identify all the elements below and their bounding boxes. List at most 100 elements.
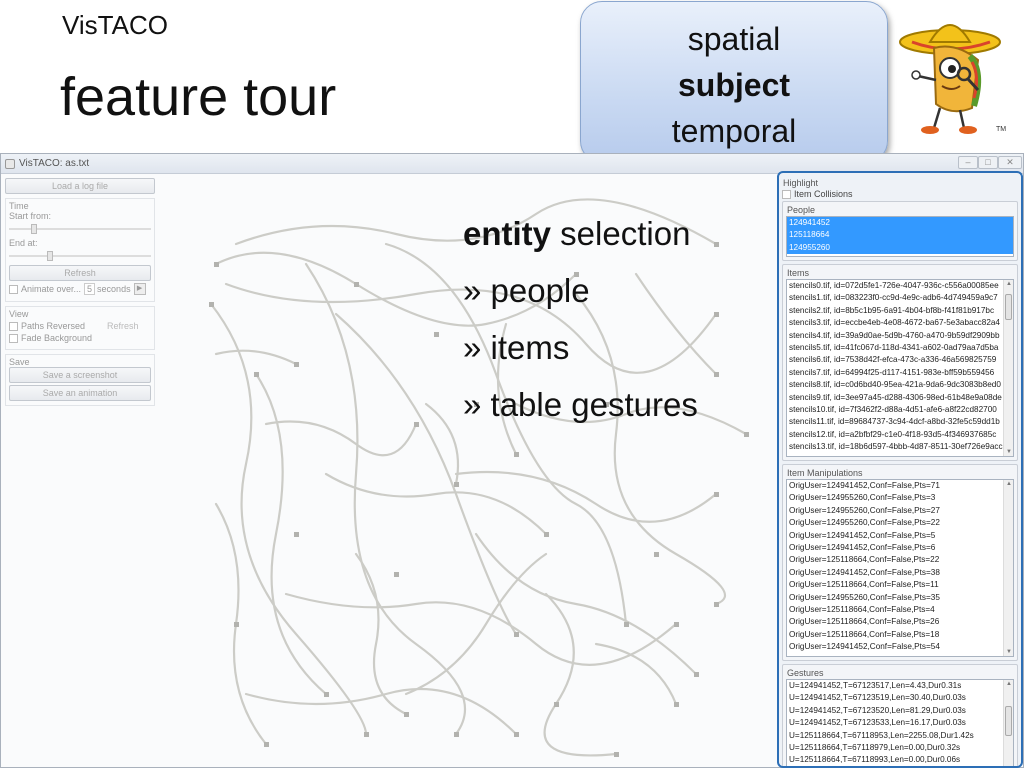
item-collisions-label: Item Collisions: [794, 189, 853, 199]
fade-background-checkbox[interactable]: [9, 333, 18, 343]
list-item[interactable]: stencils2.tif, id=8b5c1b95-6a91-4b04-bf8…: [789, 305, 995, 315]
list-item[interactable]: OrigUser=124941452,Conf=False,Pts=71: [789, 481, 940, 490]
items-group: Items stencils0.tif, id=072d5fe1-726e-40…: [782, 264, 1018, 461]
list-item[interactable]: U=125118664,T=67118979,Len=0.00,Dur0.32s: [789, 742, 961, 752]
manipulations-scrollbar[interactable]: ▲ ▼: [1003, 480, 1013, 656]
list-item[interactable]: stencils6.tif, id=7538d42f-efca-473c-a33…: [789, 355, 997, 365]
save-animation-button[interactable]: Save an animation: [9, 385, 151, 401]
gestures-list[interactable]: U=124941452,T=67123517,Len=4.43,Dur0.31s…: [786, 679, 1014, 766]
fade-background-label: Fade Background: [21, 333, 93, 343]
scroll-up-icon[interactable]: ▲: [1006, 681, 1012, 687]
list-item[interactable]: OrigUser=124941452,Conf=False,Pts=6: [789, 542, 936, 552]
paths-reversed-row: Paths Reversed Refresh: [9, 321, 151, 331]
save-screenshot-button[interactable]: Save a screenshot: [9, 367, 151, 383]
list-item[interactable]: OrigUser=124955260,Conf=False,Pts=27: [789, 505, 940, 515]
manipulations-list[interactable]: OrigUser=124941452,Conf=False,Pts=71 Ori…: [786, 479, 1014, 657]
trademark-mark: TM: [996, 126, 1007, 133]
list-item[interactable]: stencils7.tif, id=64994f25-d117-4151-983…: [789, 367, 995, 377]
start-slider[interactable]: [9, 224, 151, 234]
tag-subject: subject: [677, 67, 791, 103]
scroll-up-icon[interactable]: ▲: [1006, 481, 1012, 487]
people-label: People: [787, 205, 816, 215]
list-item[interactable]: stencils5.tif, id=41fc067d-118d-4341-a60…: [789, 342, 999, 352]
end-slider[interactable]: [9, 251, 151, 261]
list-item[interactable]: U=124941452,T=67123520,Len=81.29,Dur0.03…: [789, 705, 966, 715]
people-list[interactable]: 124941452 125118664 124955260: [786, 216, 1014, 257]
animate-label: Animate over...: [21, 284, 82, 294]
seconds-input[interactable]: 5: [84, 283, 96, 295]
list-item[interactable]: OrigUser=125118664,Conf=False,Pts=26: [789, 617, 940, 627]
list-item[interactable]: stencils8.tif, id=c0d6bd40-95ea-421a-9da…: [789, 380, 1001, 390]
animate-row: Animate over... 5 seconds ▶: [9, 283, 151, 295]
tag-temporal: temporal: [671, 113, 797, 149]
list-item[interactable]: stencils3.tif, id=eccbe4eb-4e08-4672-ba6…: [789, 318, 1000, 328]
item-collisions-checkbox[interactable]: [782, 189, 791, 199]
list-item[interactable]: U=125118664,T=67118953,Len=2255.08,Dur1.…: [789, 730, 974, 740]
list-item[interactable]: OrigUser=124955260,Conf=False,Pts=3: [789, 493, 936, 503]
item-collisions-row: Item Collisions: [782, 189, 1018, 199]
feature-entity-selection: entity selection: [463, 205, 698, 262]
fade-background-row: Fade Background: [9, 333, 151, 343]
list-item[interactable]: 125118664: [787, 229, 1013, 242]
minimize-icon[interactable]: –: [958, 156, 978, 169]
list-item[interactable]: stencils4.tif, id=39a9d0ae-5d9b-4760-a47…: [789, 330, 1000, 340]
list-item[interactable]: OrigUser=125118664,Conf=False,Pts=4: [789, 604, 935, 614]
save-group: Save Save a screenshot Save an animation: [5, 354, 155, 406]
list-item[interactable]: OrigUser=124941452,Conf=False,Pts=54: [789, 642, 940, 652]
list-item[interactable]: U=124941452,T=67123517,Len=4.43,Dur0.31s: [789, 681, 962, 690]
paths-reversed-checkbox[interactable]: [9, 321, 18, 331]
highlight-label: Highlight: [783, 178, 819, 188]
list-item[interactable]: OrigUser=124955260,Conf=False,Pts=22: [789, 518, 940, 528]
feature-entity-word: entity: [463, 215, 552, 252]
end-at-label: End at:: [9, 238, 38, 248]
list-item[interactable]: OrigUser=124941452,Conf=False,Pts=5: [789, 530, 936, 540]
scroll-thumb[interactable]: [1005, 706, 1012, 736]
list-item[interactable]: stencils0.tif, id=072d5fe1-726e-4047-936…: [789, 281, 999, 290]
animate-checkbox[interactable]: [9, 284, 18, 294]
slide-subtitle: VisTACO: [62, 10, 168, 40]
list-item[interactable]: 124955260: [787, 241, 1013, 255]
maximize-icon[interactable]: □: [978, 156, 998, 169]
items-list[interactable]: stencils0.tif, id=072d5fe1-726e-4047-936…: [786, 279, 1014, 457]
feature-items: » items: [463, 329, 570, 366]
list-item[interactable]: U=125118664,T=67118993,Len=0.00,Dur0.06s: [789, 755, 961, 765]
list-item[interactable]: OrigUser=124941452,Conf=False,Pts=38: [789, 567, 940, 577]
list-item[interactable]: OrigUser=125118664,Conf=False,Pts=22: [789, 555, 940, 565]
list-item[interactable]: OrigUser=124955260,Conf=False,Pts=35: [789, 592, 940, 602]
manipulations-label: Item Manipulations: [787, 468, 863, 478]
list-item[interactable]: U=124941452,T=67123519,Len=30.40,Dur0.03…: [789, 693, 966, 703]
time-group: Time Start from: End at: Refresh Animate…: [5, 198, 155, 302]
play-icon[interactable]: ▶: [133, 283, 146, 295]
refresh-button[interactable]: Refresh: [9, 265, 151, 281]
list-item[interactable]: 124941452: [787, 217, 1013, 230]
scroll-thumb[interactable]: [1005, 294, 1012, 320]
app-icon: [5, 158, 15, 169]
items-scrollbar[interactable]: ▲ ▼: [1003, 280, 1013, 456]
trajectory-canvas[interactable]: [156, 174, 776, 768]
slide-title: feature tour: [60, 67, 337, 127]
scroll-down-icon[interactable]: ▼: [1006, 449, 1012, 455]
list-item[interactable]: stencils13.tif, id=18b6d597-4bbb-4d87-85…: [789, 442, 1003, 452]
manipulations-group: Item Manipulations OrigUser=124941452,Co…: [782, 464, 1018, 661]
gestures-label: Gestures: [787, 668, 824, 678]
list-item[interactable]: stencils1.tif, id=083223f0-cc9d-4e9c-adb…: [789, 293, 998, 303]
list-item[interactable]: U=124941452,T=67123533,Len=16.17,Dur0.03…: [789, 718, 966, 728]
list-item[interactable]: OrigUser=125118664,Conf=False,Pts=18: [789, 629, 940, 639]
close-icon[interactable]: ✕: [998, 156, 1022, 169]
save-label: Save: [9, 357, 30, 367]
list-item[interactable]: stencils9.tif, id=3ee97a45-d288-4306-98e…: [789, 392, 1002, 402]
view-refresh-button[interactable]: Refresh: [107, 321, 139, 331]
view-label: View: [9, 309, 29, 319]
list-item[interactable]: OrigUser=125118664,Conf=False,Pts=11: [789, 580, 939, 590]
control-panel: Load a log file Time Start from: End at:…: [5, 178, 155, 406]
load-log-button[interactable]: Load a log file: [5, 178, 155, 194]
feature-people: » people: [463, 272, 590, 309]
taco-mascot-icon: [899, 24, 1001, 134]
list-item[interactable]: stencils11.tif, id=89684737-3c94-4dcf-a8…: [789, 417, 1000, 427]
list-item[interactable]: stencils12.tif, id=a2bfbf29-c1e0-4f18-93…: [789, 429, 997, 439]
list-item[interactable]: stencils10.tif, id=7f3462f2-d88a-4d51-af…: [789, 404, 997, 414]
scroll-down-icon[interactable]: ▼: [1006, 649, 1012, 655]
gestures-scrollbar[interactable]: ▲: [1003, 680, 1013, 766]
scroll-up-icon[interactable]: ▲: [1006, 281, 1012, 287]
tag-spatial: spatial: [687, 21, 781, 57]
